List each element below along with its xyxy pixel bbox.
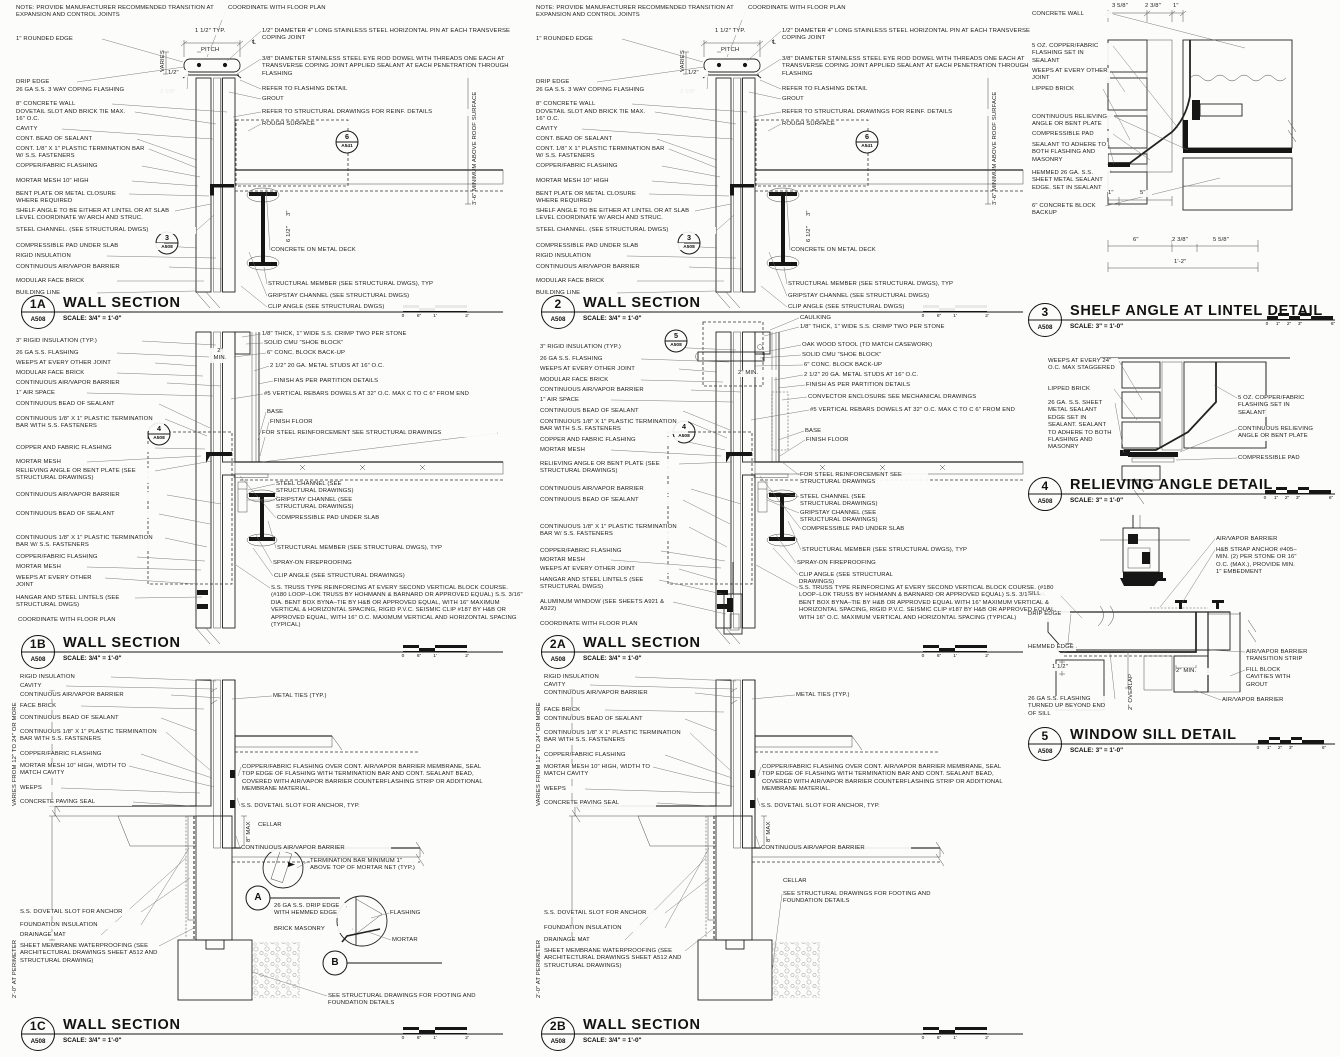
window-head-extras-2a <box>695 321 789 635</box>
wall-section-bottom-linework <box>49 679 425 1001</box>
detail-3-linework <box>1104 10 1297 272</box>
detail-5-linework <box>1047 515 1257 711</box>
blowup-details-1c <box>262 847 388 947</box>
